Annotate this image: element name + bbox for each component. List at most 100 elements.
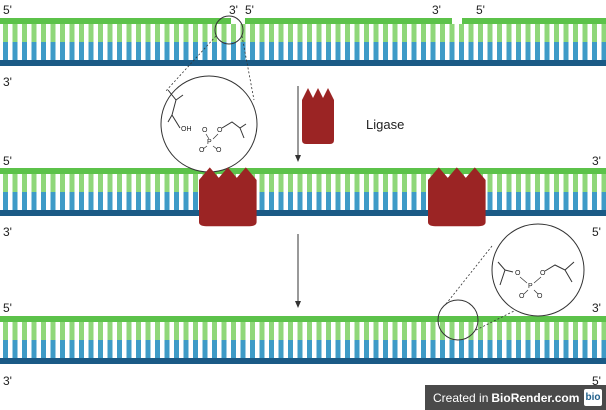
base-bottom <box>402 340 407 358</box>
base-top <box>506 174 512 192</box>
base-bottom <box>411 42 417 60</box>
base-top <box>202 24 208 42</box>
base-top <box>573 24 578 42</box>
base-top <box>497 322 502 340</box>
base-bottom <box>193 42 198 60</box>
base-bottom <box>307 340 312 358</box>
base-bottom <box>12 192 18 210</box>
base-bottom <box>345 192 350 210</box>
base-bottom <box>79 42 84 60</box>
base-top <box>364 322 369 340</box>
base-bottom <box>335 192 341 210</box>
base-top <box>316 24 322 42</box>
base-bottom <box>392 42 398 60</box>
base-bottom <box>240 42 246 60</box>
base-bottom <box>373 42 379 60</box>
strand2-left-5prime: 5' <box>3 154 12 168</box>
base-bottom <box>174 192 179 210</box>
base-top <box>41 24 46 42</box>
strand1-left-5prime: 5' <box>3 3 12 17</box>
bottom-backbone <box>0 60 606 66</box>
base-top <box>535 24 540 42</box>
biorender-badge-icon: bio <box>584 389 602 406</box>
credit-prefix: Created in <box>433 390 489 405</box>
base-top <box>383 24 388 42</box>
top-backbone <box>462 18 606 24</box>
base-bottom <box>269 340 274 358</box>
base-top <box>259 24 265 42</box>
base-bottom <box>307 42 312 60</box>
base-bottom <box>250 340 255 358</box>
base-bottom <box>487 42 493 60</box>
base-top <box>516 174 521 192</box>
base-top <box>79 174 84 192</box>
base-bottom <box>582 42 588 60</box>
base-top <box>155 322 160 340</box>
base-bottom <box>145 340 151 358</box>
base-bottom <box>136 192 141 210</box>
base-bottom <box>174 340 179 358</box>
base-bottom <box>240 340 246 358</box>
base-top <box>126 322 132 340</box>
strand3-left-5prime: 5' <box>3 301 12 315</box>
base-top <box>535 322 540 340</box>
base-top <box>183 322 189 340</box>
base-bottom <box>316 42 322 60</box>
base-bottom <box>60 42 65 60</box>
phosphate-o-right: O <box>217 127 223 134</box>
base-bottom <box>601 192 606 210</box>
base-top <box>345 322 350 340</box>
base-bottom <box>117 42 122 60</box>
base-bottom <box>354 340 360 358</box>
base-bottom <box>440 42 445 60</box>
base-top <box>79 322 84 340</box>
base-top <box>307 24 312 42</box>
base-top <box>411 174 417 192</box>
base-bottom <box>250 42 255 60</box>
base-bottom <box>440 340 445 358</box>
base-top <box>345 24 350 42</box>
base-top <box>316 322 322 340</box>
base-bottom <box>297 192 303 210</box>
sealed-bond-zoom-callout: O O P O O <box>437 223 585 341</box>
base-top <box>383 174 388 192</box>
bond-o-bottom-right: O <box>537 293 543 300</box>
base-bottom <box>12 340 18 358</box>
top-backbone <box>0 168 606 174</box>
base-top <box>601 174 606 192</box>
base-bottom <box>126 192 132 210</box>
base-top <box>440 24 445 42</box>
base-top <box>506 322 512 340</box>
base-bottom <box>126 340 132 358</box>
base-top <box>573 174 578 192</box>
bond-o-right: O <box>540 270 546 277</box>
base-bottom <box>164 42 170 60</box>
base-top <box>487 24 493 42</box>
base-top <box>3 322 8 340</box>
base-top <box>107 174 113 192</box>
nick-zoom-callout: OH O O P O O <box>160 15 258 173</box>
dna-duplex-with-ligase <box>0 168 606 216</box>
base-bottom <box>326 192 331 210</box>
base-top <box>582 24 588 42</box>
base-bottom <box>193 340 198 358</box>
base-top <box>554 174 559 192</box>
base-top <box>145 174 151 192</box>
base-top <box>459 24 464 42</box>
base-top <box>449 24 455 42</box>
base-top <box>250 322 255 340</box>
base-top <box>145 24 151 42</box>
base-bottom <box>212 340 217 358</box>
base-bottom <box>516 42 521 60</box>
base-bottom <box>601 340 606 358</box>
base-bottom <box>535 340 540 358</box>
base-top <box>411 24 417 42</box>
base-bottom <box>383 340 388 358</box>
base-top <box>193 322 198 340</box>
base-top <box>12 24 18 42</box>
base-top <box>573 322 578 340</box>
base-top <box>383 322 388 340</box>
biorender-credit[interactable]: Created in BioRender.com bio <box>425 385 606 410</box>
base-bottom <box>516 192 521 210</box>
base-bottom <box>345 340 350 358</box>
